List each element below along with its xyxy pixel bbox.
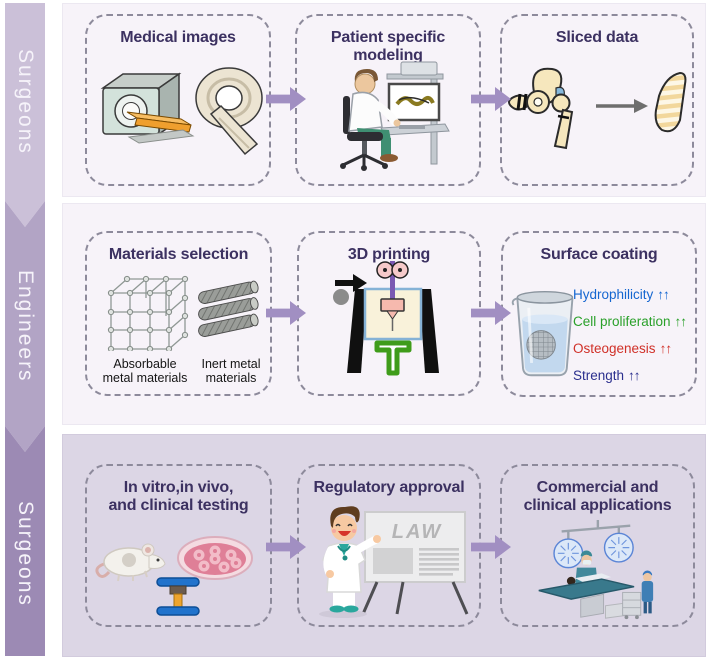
effect-label: Strength xyxy=(573,368,625,383)
law-text: LAW xyxy=(392,521,443,543)
beaker-icon xyxy=(511,290,574,377)
surgical-lights xyxy=(553,519,634,569)
sidebar-role-engineers: Engineers xyxy=(5,201,45,452)
effect-item: Hydrophilicity↑↑ xyxy=(573,281,686,308)
caption-inert-metal: Inert metal materials xyxy=(201,357,261,386)
hip-bone xyxy=(508,67,574,150)
coating-effects-list: Hydrophilicity↑↑ Cell proliferation↑↑ Os… xyxy=(573,281,687,389)
box-title: 3D printing xyxy=(347,246,431,263)
operating-room-icon xyxy=(538,519,654,620)
effect-item: Osteogenesis↑↑ xyxy=(573,335,686,362)
metal-rods-icon xyxy=(198,280,259,337)
test-fixture-icon xyxy=(156,577,200,616)
box-patient-specific-modeling: Patient specific modeling xyxy=(295,14,481,186)
box-3d-printing: 3D printing xyxy=(297,231,481,396)
box-regulatory-approval: Regulatory approval LAW xyxy=(297,464,481,627)
sidebar-label: Surgeons xyxy=(14,501,37,607)
box-surface-coating: Surface coating Hydrophilicity↑↑ Cell pr… xyxy=(501,231,697,397)
up-arrows-icon: ↑↑ xyxy=(628,368,640,383)
box-materials-selection: Materials selection xyxy=(85,231,272,396)
box-title: Materials selection xyxy=(108,246,249,263)
box-testing: In vitro,in vivo, and clinical testing xyxy=(85,464,272,627)
metal-lattice-icon xyxy=(107,275,189,351)
doctor-law-board-icon: LAW xyxy=(319,506,469,618)
law-board: LAW xyxy=(361,511,469,615)
mouse-icon xyxy=(95,543,166,582)
ct-and-mri-scanners-icon xyxy=(100,67,263,156)
nurse-figure xyxy=(641,570,654,614)
doctor-figure xyxy=(319,506,381,618)
extruder-assembly xyxy=(376,261,409,331)
surgeon-at-workstation-icon xyxy=(340,61,450,171)
sidebar-role-surgeons-bottom: Surgeons xyxy=(5,426,45,656)
box-title: Commercial and clinical applications xyxy=(523,479,672,514)
up-arrows-icon: ↑↑ xyxy=(657,287,669,302)
effect-item: Cell proliferation↑↑ xyxy=(573,308,687,335)
rods xyxy=(198,280,259,337)
slice-arrow-icon xyxy=(596,99,648,113)
sidebar-role-surgeons-top: Surgeons xyxy=(5,3,45,227)
feed-arrow-icon xyxy=(333,274,367,305)
scaffold-sphere xyxy=(526,330,556,360)
box-title: Sliced data xyxy=(555,29,639,46)
operating-table xyxy=(538,573,635,619)
sliced-model xyxy=(654,71,687,133)
box-commercial-applications: Commercial and clinical applications xyxy=(500,464,695,627)
printed-t-part xyxy=(374,340,412,376)
effect-item: Strength↑↑ xyxy=(573,362,686,389)
lattice-nodes xyxy=(107,275,189,351)
box-sliced-data: Sliced data xyxy=(500,14,694,186)
effect-label: Cell proliferation xyxy=(573,314,671,329)
lattice-lines xyxy=(110,278,186,350)
box-title: Regulatory approval xyxy=(313,479,465,496)
hip-bone-to-sliced-model-icon xyxy=(508,67,687,150)
box-title: Patient specific modeling xyxy=(330,29,446,64)
sidebar-label: Surgeons xyxy=(14,49,37,155)
box-title: Surface coating xyxy=(540,246,658,263)
equipment-cart xyxy=(622,591,642,620)
up-arrows-icon: ↑↑ xyxy=(659,341,672,356)
surgeon-figure xyxy=(340,69,401,171)
ct-scanner xyxy=(100,72,195,144)
box-title: Medical images xyxy=(120,29,236,46)
workstation xyxy=(380,61,450,165)
patient-head xyxy=(566,576,576,586)
3d-printer-icon xyxy=(333,261,439,376)
up-arrows-icon: ↑↑ xyxy=(674,314,687,329)
petri-dish-icon xyxy=(177,536,253,580)
effect-label: Hydrophilicity xyxy=(573,287,654,302)
caption-absorbable-metal: Absorbable metal materials xyxy=(102,357,188,386)
mri-scanner xyxy=(195,67,263,156)
effect-label: Osteogenesis xyxy=(573,341,656,356)
box-title: In vitro,in vivo, and clinical testing xyxy=(108,479,249,514)
sidebar-label: Engineers xyxy=(14,270,37,383)
mouse-petri-dish-test-rig-icon xyxy=(95,536,253,616)
box-medical-images: Medical images xyxy=(85,14,271,186)
